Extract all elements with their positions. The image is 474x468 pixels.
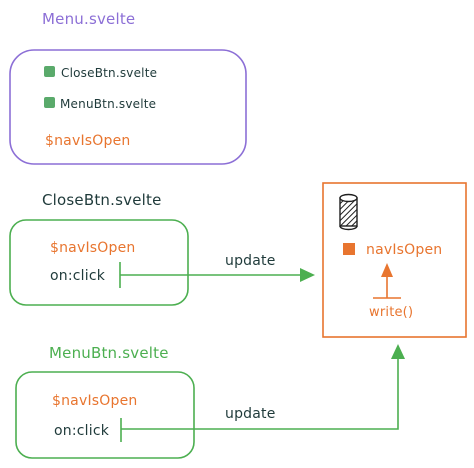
menu-store-ref: $navIsOpen [45,133,130,149]
closebtn-title: CloseBtn.svelte [42,191,162,209]
menubtn-title: MenuBtn.svelte [49,344,169,362]
menu-item-menubtn-label: MenuBtn.svelte [60,97,156,111]
closebtn-onclick: on:click [50,268,106,284]
edge-closebtn-label: update [225,253,276,269]
edge-menubtn-label: update [225,406,276,422]
closebtn-box [9,219,189,306]
menu-component: Menu.svelte CloseBtn.svelte MenuBtn.svel… [9,10,247,165]
edge-menubtn-update: update [120,344,405,442]
menubtn-box [15,371,195,459]
menu-item-menubtn-square-icon [44,97,55,108]
store-square-icon [343,243,355,255]
arrowhead-up-icon [391,344,405,359]
menubtn-store-ref: $navIsOpen [52,393,137,409]
closebtn-store-ref: $navIsOpen [50,240,135,256]
database-icon [339,193,358,231]
arrow-up-icon [373,263,401,299]
store-label: navIsOpen [366,242,442,258]
store-component: navIsOpen write() [322,182,467,338]
menu-title: Menu.svelte [42,10,135,28]
menu-item-closebtn-label: CloseBtn.svelte [61,66,157,80]
store-write-method: write() [369,305,413,320]
menubtn-onclick: on:click [54,423,110,439]
arrowhead-right-icon [300,268,315,282]
store-box [322,182,467,338]
closebtn-component: CloseBtn.svelte $navIsOpen on:click [9,191,189,306]
menu-box [9,49,247,165]
menubtn-component: MenuBtn.svelte $navIsOpen on:click [15,344,195,459]
edge-closebtn-update: update [119,253,315,288]
menu-item-closebtn-square-icon [44,66,55,77]
